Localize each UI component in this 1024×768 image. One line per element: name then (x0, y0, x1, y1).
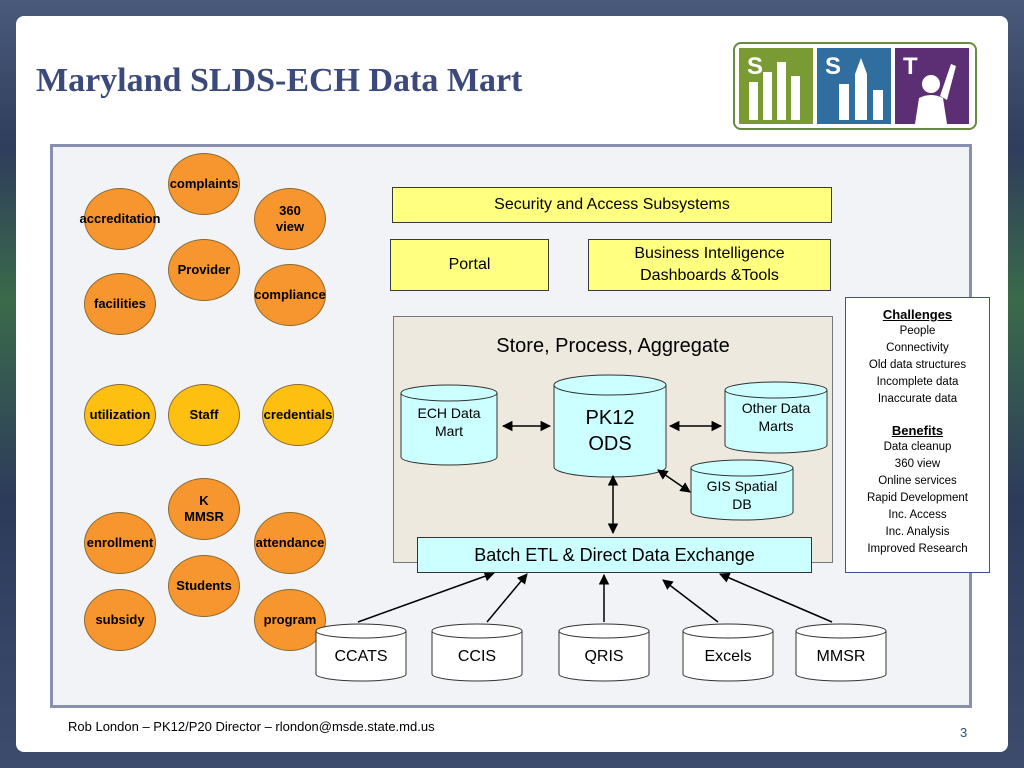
bubble-360-view: 360 view (254, 188, 326, 250)
security-access-box: Security and Access Subsystems (392, 187, 832, 223)
page-number: 3 (960, 725, 968, 740)
benefit-item: Data cleanup (883, 441, 952, 453)
pk12-ods-label: PK12 ODS (585, 407, 635, 455)
sst-logo: S S T (733, 42, 977, 130)
challenge-item: Inaccurate data (877, 393, 958, 405)
benefit-item: Rapid Development (866, 492, 968, 504)
challenges-benefits-box: Challenges People Connectivity Old data … (845, 297, 990, 573)
bubble-facilities: facilities (84, 273, 156, 335)
source-label-mmsr: MMSR (816, 648, 866, 665)
bubble-attendance: attendance (254, 512, 326, 574)
benefit-item: 360 view (894, 458, 941, 470)
source-cylinder-ccis (431, 623, 523, 682)
ech-data-mart-cylinder (400, 384, 498, 466)
challenge-item: Old data structures (868, 359, 967, 371)
bubble-accreditation: accreditation (80, 188, 160, 250)
gis-spatial-db-label: GIS Spatial DB (706, 478, 778, 513)
challenge-item: People (899, 325, 936, 337)
logo-letter-t: T (903, 53, 918, 80)
source-label-ccis: CCIS (457, 648, 497, 665)
bubble-complaints: complaints (168, 153, 240, 215)
logo-letter-s2: S (825, 53, 841, 80)
source-label-excels: Excels (704, 648, 752, 665)
source-cylinder-qris (558, 623, 650, 682)
benefit-item: Online services (878, 475, 957, 487)
slide-title: Maryland SLDS-ECH Data Mart (36, 62, 523, 99)
challenges-heading: Challenges (882, 307, 953, 322)
bubble-students: Students (168, 555, 240, 617)
bubble-provider: Provider (168, 239, 240, 301)
bubble-subsidy: subsidy (84, 589, 156, 651)
gis-spatial-db-cylinder (690, 459, 794, 521)
ech-data-mart-label: ECH Data Mart (417, 405, 481, 440)
business-intelligence-box: Business Intelligence Dashboards &Tools (588, 239, 831, 291)
challenge-item: Connectivity (886, 342, 949, 354)
benefit-item: Inc. Access (888, 509, 947, 521)
store-title: Store, Process, Aggregate (496, 335, 730, 357)
benefit-item: Inc. Analysis (885, 526, 950, 538)
source-label-ccats: CCATS (334, 648, 388, 665)
bubble-staff: Staff (168, 384, 240, 446)
bubble-credentials: credentials (262, 384, 334, 446)
bubble-k-mmsr: K MMSR (168, 478, 240, 540)
other-data-marts-label: Other Data Marts (741, 400, 811, 435)
source-label-qris: QRIS (584, 648, 624, 665)
portal-box: Portal (390, 239, 549, 291)
challenge-item: Incomplete data (876, 376, 959, 388)
benefit-item: Improved Research (867, 543, 968, 555)
bubble-compliance: compliance (254, 264, 326, 326)
logo-graphic: S S T (739, 48, 969, 124)
source-cylinder-ccats (315, 623, 407, 682)
bubble-program: program (254, 589, 326, 651)
benefits-heading: Benefits (891, 423, 944, 438)
footer-text: Rob London – PK12/P20 Director – rlondon… (68, 719, 435, 734)
bubble-utilization: utilization (84, 384, 156, 446)
batch-etl-box: Batch ETL & Direct Data Exchange (417, 537, 812, 573)
logo-letter-s1: S (747, 53, 763, 80)
bubble-enrollment: enrollment (84, 512, 156, 574)
source-cylinder-mmsr (795, 623, 887, 682)
other-data-marts-cylinder (724, 381, 828, 454)
source-cylinder-excels (682, 623, 774, 682)
